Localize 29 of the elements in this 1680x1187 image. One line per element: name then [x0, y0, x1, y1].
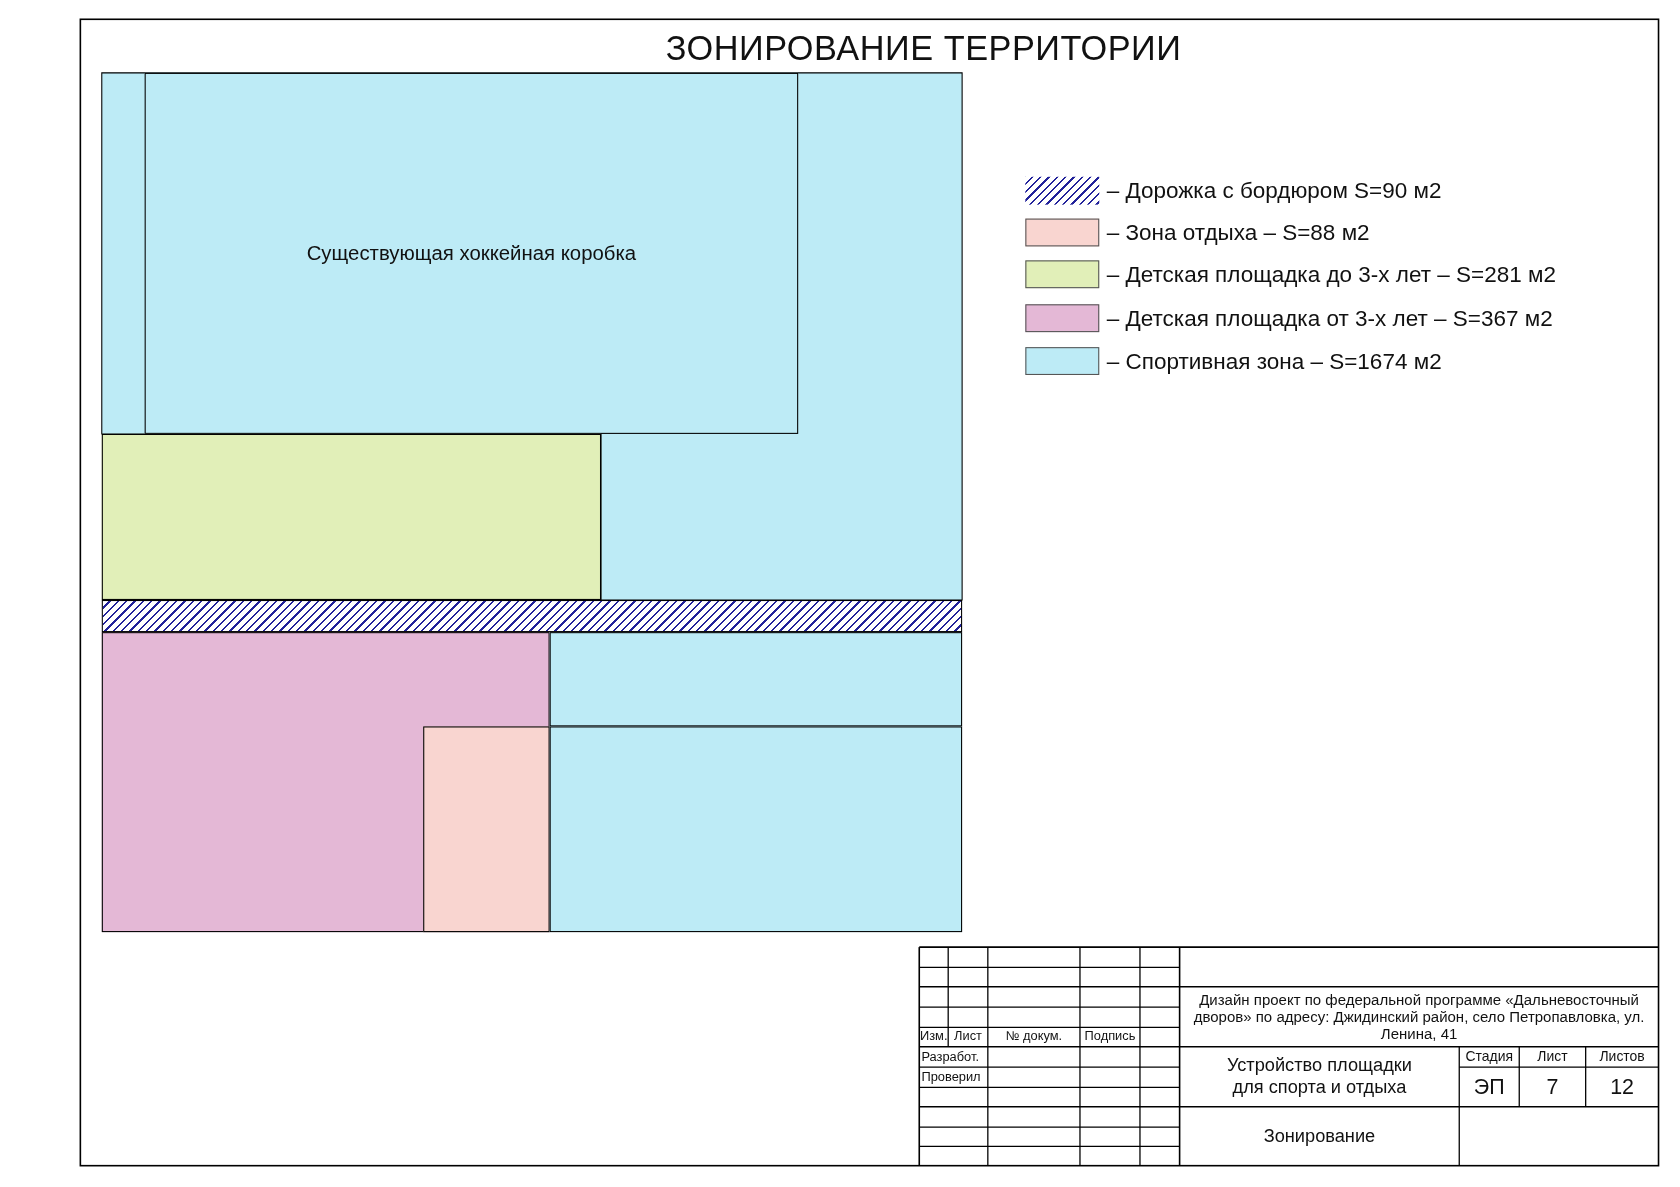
drawing-name: Устройство площадки для спорта и отдыха [1225, 1055, 1413, 1098]
hatched-path [101, 600, 963, 633]
legend-label: – Дорожка с бордюром S=90 м2 [1106, 177, 1442, 203]
stage-value: ЭП [1473, 1074, 1505, 1100]
sport-zone-area [549, 632, 963, 727]
sheet-count: 12 [1610, 1074, 1634, 1100]
legend-label: – Детская площадка до 3-х лет – S=281 м2 [1106, 261, 1556, 287]
row-header: Разработ. [921, 1049, 980, 1065]
column-header: Подпись [1084, 1029, 1136, 1045]
rest-zone-area [423, 726, 550, 933]
legend-label: – Спортивная зона – S=1674 м2 [1106, 348, 1442, 373]
column-header: Изм. [919, 1029, 948, 1045]
column-header: Стадия [1465, 1048, 1513, 1065]
legend-label: – Детская площадка от 3-х лет – S=367 м2 [1106, 305, 1553, 331]
sheet-number: 7 [1546, 1074, 1559, 1100]
sport-zone-area [549, 726, 963, 933]
legend-label: – Зона отдыха – S=88 м2 [1106, 219, 1370, 245]
column-header: Листов [1599, 1048, 1645, 1065]
page-title: ЗОНИРОВАНИЕ ТЕРРИТОРИИ [665, 30, 1182, 68]
playground-area [101, 433, 602, 600]
column-header: Лист [954, 1029, 982, 1045]
hockey-rink-area [144, 72, 799, 434]
project-description: Дизайн проект по федеральной программе «Дальневосточный дворов» по адресу: Джидинский район, село Петропавловка, ул. Ленина, 41 [1192, 990, 1646, 1043]
playground-area [101, 632, 550, 933]
zone-label: Существующая хоккейная коробка [306, 241, 637, 266]
sheet-title: Зонирование [1263, 1125, 1376, 1147]
column-header: № докум. [1005, 1029, 1063, 1045]
column-header: Лист [1537, 1048, 1568, 1065]
row-header: Проверил [921, 1069, 981, 1085]
